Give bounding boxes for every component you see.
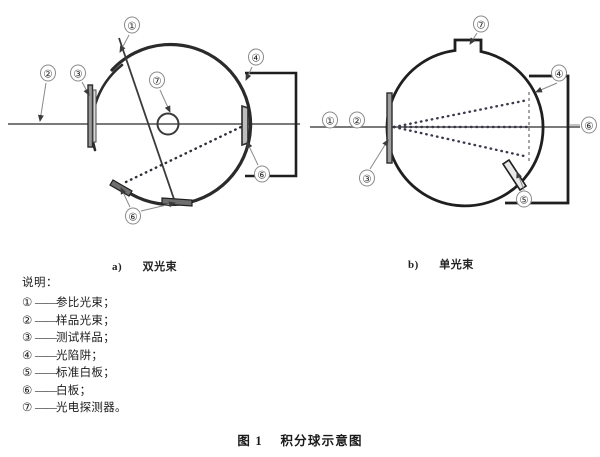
diagram-a-group: ① ② ③ ④ ⑦ ⑥ ⑥ bbox=[8, 16, 300, 225]
b-beam-upper bbox=[392, 98, 530, 129]
legend-item-7-dash: —— bbox=[35, 402, 57, 414]
a-reference-beam-line bbox=[118, 37, 177, 206]
b-callout-2-label: ② bbox=[352, 116, 362, 128]
b-beam-lower bbox=[392, 125, 526, 158]
b-leader-3 bbox=[369, 139, 389, 170]
legend-item-4: ④——光陷阱； bbox=[22, 348, 262, 366]
a-leader-6-left bbox=[120, 187, 131, 208]
legend-item-2-number: ② bbox=[22, 314, 33, 327]
a-callout-4-label: ④ bbox=[251, 53, 261, 65]
b-callout-7-label: ⑦ bbox=[476, 20, 486, 32]
legend-item-3-dash: —— bbox=[35, 332, 57, 344]
a-leader-7 bbox=[159, 89, 171, 113]
legend-item-6: ⑥——白板； bbox=[22, 383, 262, 401]
b-callout-3: ③ bbox=[359, 169, 375, 187]
subfigure-a-title: 双光束 bbox=[142, 261, 178, 273]
b-leader-7 bbox=[469, 32, 478, 45]
a-callout-1-label: ① bbox=[127, 21, 137, 33]
b-callout-5: ⑤ bbox=[516, 190, 532, 208]
a-callout-6-right: ⑥ bbox=[254, 165, 270, 183]
b-callout-4-label: ④ bbox=[554, 69, 564, 81]
b-sphere-shell bbox=[385, 38, 545, 208]
b-leader-4 bbox=[535, 82, 558, 93]
legend-item-1-number: ① bbox=[22, 297, 33, 309]
a-leader-6-bottom bbox=[140, 201, 176, 212]
b-callout-3-label: ③ bbox=[362, 174, 372, 186]
legend-item-1-dash: —— bbox=[35, 297, 57, 309]
legend-item-3: ③——测试样品； bbox=[22, 330, 262, 348]
figure-caption-number: 图 1 bbox=[237, 434, 263, 448]
b-leader-5 bbox=[516, 171, 525, 191]
legend-item-2-dash: —— bbox=[35, 314, 57, 327]
legend-item-7-number: ⑦ bbox=[22, 402, 33, 414]
legend-item-3-number: ③ bbox=[22, 332, 33, 344]
legend-item-1: ①——参比光束； bbox=[22, 295, 262, 313]
a-light-trap-box bbox=[245, 71, 298, 178]
a-leader-3 bbox=[81, 81, 90, 96]
legend: 说明： ①——参比光束； ②——样品光束； ③——测试样品； ④——光陷阱； ⑤… bbox=[22, 275, 262, 418]
a-leader-6-right bbox=[246, 141, 259, 166]
a-callout-6-bottom: ⑥ bbox=[125, 207, 141, 225]
b-callout-2: ② bbox=[349, 111, 365, 129]
legend-item-5-text: 标准白板； bbox=[56, 367, 115, 379]
a-callout-7: ⑦ bbox=[149, 71, 165, 89]
subfigure-b-title: 单光束 bbox=[439, 259, 474, 271]
legend-title: 说明： bbox=[22, 277, 58, 289]
legend-item-1-text: 参比光束； bbox=[56, 297, 115, 309]
legend-item-2: ②——样品光束； bbox=[22, 313, 262, 331]
a-sample-beam-dotted bbox=[124, 124, 245, 184]
b-callout-4: ④ bbox=[551, 64, 567, 82]
a-callout-4: ④ bbox=[248, 48, 264, 66]
b-callout-6: ⑥ bbox=[581, 116, 597, 134]
subfigure-a-caption: a) 双光束 bbox=[112, 258, 177, 274]
legend-item-4-dash: —— bbox=[35, 349, 57, 362]
b-callout-7: ⑦ bbox=[473, 15, 489, 33]
a-leader-4 bbox=[245, 66, 253, 81]
b-callout-5-label: ⑤ bbox=[519, 195, 529, 207]
legend-item-3-text: 测试样品； bbox=[56, 332, 115, 344]
legend-item-5-number: ⑤ bbox=[22, 367, 33, 379]
b-callout-1-label: ① bbox=[325, 116, 335, 128]
legend-item-6-number: ⑥ bbox=[22, 384, 33, 397]
figure-caption-title: 积分球示意图 bbox=[280, 434, 363, 448]
b-callout-1: ① bbox=[322, 111, 338, 129]
a-callout-3: ③ bbox=[70, 64, 86, 82]
a-photodetector-ring bbox=[156, 112, 180, 136]
a-callout-1: ① bbox=[124, 16, 140, 34]
a-callout-6-right-label: ⑥ bbox=[257, 170, 267, 182]
legend-item-6-dash: —— bbox=[35, 384, 57, 397]
a-callout-2-label: ② bbox=[43, 69, 53, 81]
a-callout-7-label: ⑦ bbox=[152, 76, 162, 88]
a-white-board-right bbox=[241, 104, 249, 147]
b-callout-6-label: ⑥ bbox=[584, 121, 594, 133]
a-callout-3-label: ③ bbox=[73, 69, 83, 81]
legend-item-5-dash: —— bbox=[35, 367, 57, 379]
legend-item-7: ⑦——光电探测器。 bbox=[22, 400, 262, 418]
subfigure-a-tag: a) bbox=[112, 261, 123, 273]
figure-caption: 图 1 积分球示意图 bbox=[0, 430, 600, 449]
a-leader-2 bbox=[37, 82, 47, 122]
a-test-sample-backing bbox=[92, 89, 97, 143]
legend-item-6-text: 白板； bbox=[56, 384, 92, 397]
legend-item-2-text: 样品光束； bbox=[56, 314, 115, 327]
b-test-sample-plate bbox=[386, 92, 393, 164]
a-callout-2: ② bbox=[40, 64, 56, 82]
a-callout-6-bottom-label: ⑥ bbox=[128, 212, 138, 224]
subfigure-b-tag: b) bbox=[408, 259, 419, 271]
subfigure-b-caption: b) 单光束 bbox=[408, 256, 474, 272]
legend-item-4-text: 光陷阱； bbox=[56, 349, 104, 362]
legend-item-4-number: ④ bbox=[22, 349, 33, 362]
b-light-trap-box bbox=[505, 74, 570, 205]
legend-item-7-text: 光电探测器。 bbox=[56, 402, 127, 414]
legend-item-5: ⑤——标准白板； bbox=[22, 365, 262, 383]
a-leader-1 bbox=[119, 34, 130, 53]
diagram-b-group: ⑦ ① ② ③ ④ ⑥ ⑤ bbox=[310, 15, 597, 208]
